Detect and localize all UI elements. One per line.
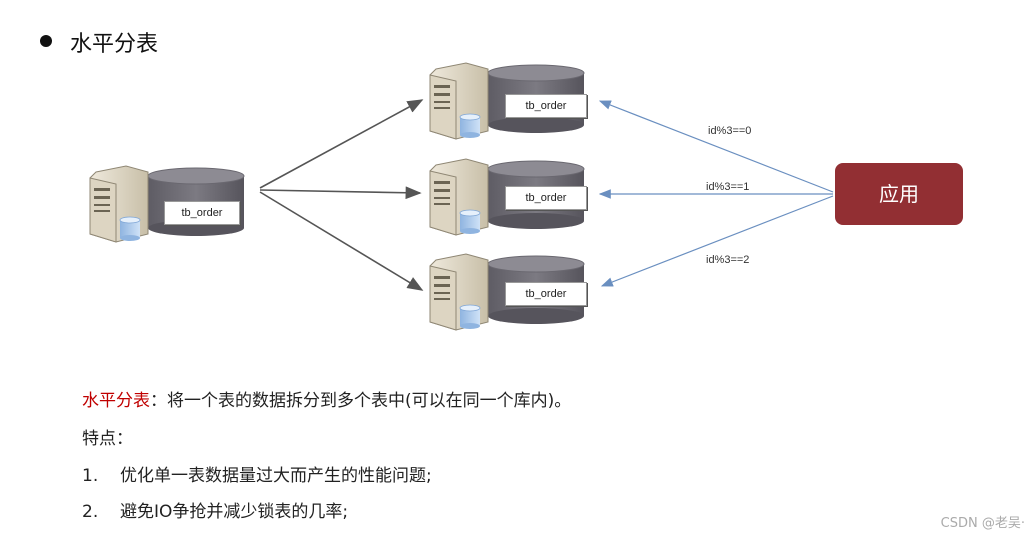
definition-line: 水平分表：将一个表的数据拆分到多个表中(可以在同一个库内)。 xyxy=(82,386,571,411)
feature-number: 2. xyxy=(82,502,99,522)
source-table-label: tb_order xyxy=(164,201,240,225)
feature-item: 2. 避免IO争抢并减少锁表的几率; xyxy=(82,497,348,522)
route-condition-2: id%3==2 xyxy=(706,254,750,266)
split-arrow-2 xyxy=(259,191,424,291)
application-box: 应用 xyxy=(835,163,963,225)
route-condition-1: id%3==1 xyxy=(706,181,750,193)
watermark: CSDN @老吴· xyxy=(940,516,1025,531)
target-table-label-0: tb_order xyxy=(505,94,587,118)
split-arrow-0 xyxy=(259,99,424,189)
target-table-label-1: tb_order xyxy=(505,186,587,210)
route-condition-0: id%3==0 xyxy=(708,125,752,137)
feature-item: 1. 优化单一表数据量过大而产生的性能问题; xyxy=(82,461,432,486)
target-table-label-2: tb_order xyxy=(505,282,587,306)
feature-number: 1. xyxy=(82,466,99,486)
title-bullet xyxy=(40,35,52,47)
slide-title: 水平分表 xyxy=(70,32,159,57)
definition-text: ：将一个表的数据拆分到多个表中(可以在同一个库内)。 xyxy=(150,391,572,411)
definition-term: 水平分表 xyxy=(82,391,150,411)
route-arrow-0 xyxy=(598,100,834,193)
feature-text: 优化单一表数据量过大而产生的性能问题; xyxy=(120,466,432,486)
feature-text: 避免IO争抢并减少锁表的几率; xyxy=(120,502,349,522)
split-arrow-1 xyxy=(259,186,422,200)
features-heading: 特点： xyxy=(82,429,133,449)
route-arrow-2 xyxy=(600,195,834,287)
